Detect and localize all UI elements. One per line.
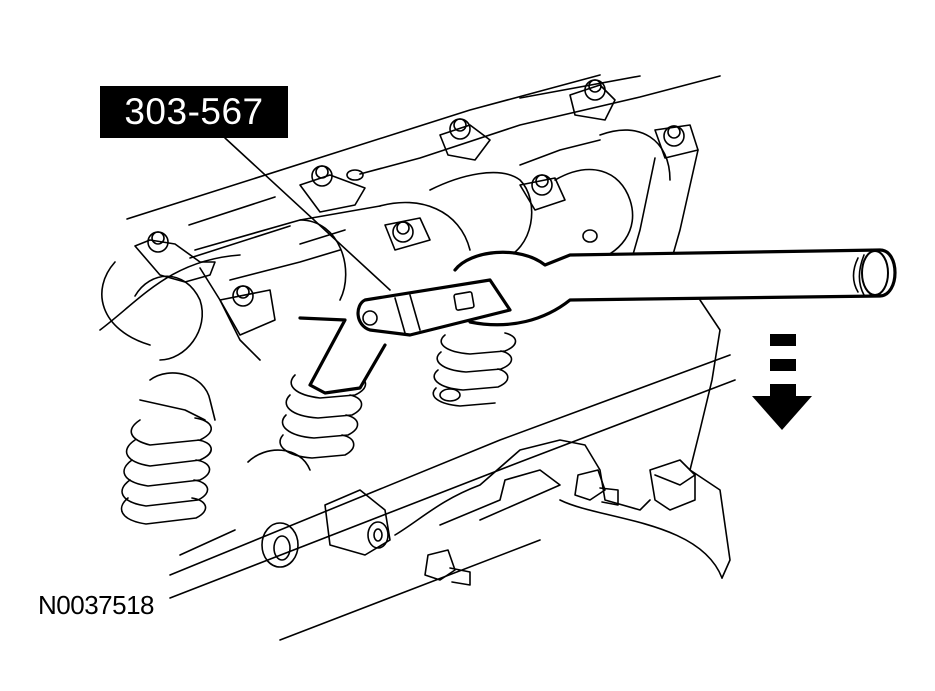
special-tool-303-567 [298, 248, 897, 395]
callout-leader-line [224, 137, 391, 291]
lower-housing [247, 388, 696, 568]
valve-spring-left [120, 372, 216, 525]
arrow-down-dashed-icon [752, 334, 812, 430]
housing-bolts [424, 469, 619, 586]
camshaft [99, 129, 671, 361]
tool-number-callout: 303-567 [100, 86, 288, 138]
cylinder-head-outline [126, 74, 736, 641]
cap-bolts [147, 79, 685, 307]
valve-spring-right [432, 332, 517, 407]
figure-id-label: N0037518 [38, 590, 155, 620]
